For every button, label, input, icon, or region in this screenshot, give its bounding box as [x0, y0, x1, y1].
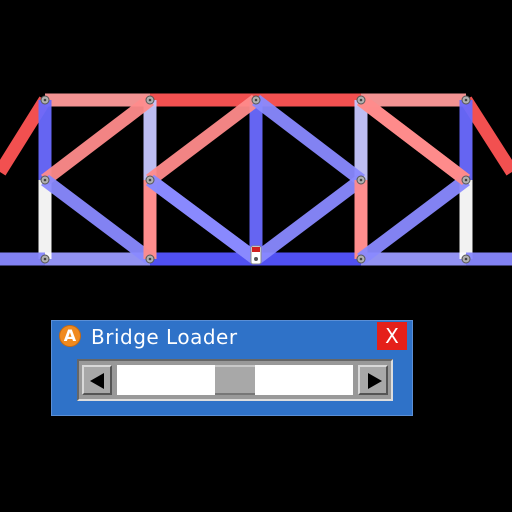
joint-pin: [43, 178, 47, 182]
load-marker-icon: [250, 245, 262, 265]
slider-right-button[interactable]: [358, 365, 388, 395]
joint-pin: [464, 178, 468, 182]
joint-pin: [254, 98, 258, 102]
joint-pin: [148, 257, 152, 261]
window-titlebar[interactable]: A Bridge Loader X: [52, 321, 412, 351]
diagonal-5-member: [146, 94, 260, 186]
joint-pin: [359, 98, 363, 102]
joint-pin: [148, 178, 152, 182]
load-slider[interactable]: [77, 359, 393, 401]
bridge-members: [0, 93, 512, 266]
diagonal-1-member: [41, 94, 154, 186]
joint-pin: [43, 257, 47, 261]
joint-pin: [464, 98, 468, 102]
diagonal-2-member: [41, 174, 154, 265]
joint-pin: [359, 178, 363, 182]
slider-left-button[interactable]: [82, 365, 112, 395]
joint-pin: [359, 257, 363, 261]
approach-right-member: [460, 96, 512, 176]
close-button[interactable]: X: [377, 322, 407, 350]
approach-left-member: [0, 96, 51, 176]
arrow-right-icon: [368, 373, 382, 389]
load-marker-top: [252, 247, 260, 252]
arrow-left-icon: [90, 373, 104, 389]
window-title: Bridge Loader: [91, 325, 238, 349]
slider-thumb[interactable]: [215, 365, 255, 395]
slider-track[interactable]: [117, 365, 353, 395]
diagonal-6-member: [252, 94, 365, 186]
diagonal-12-member: [357, 94, 470, 186]
load-marker-pin: [254, 257, 258, 261]
joint-pin: [43, 98, 47, 102]
joint-pin: [148, 98, 152, 102]
app-logo-icon: A: [59, 325, 81, 347]
diagonal-7-member: [146, 174, 260, 265]
diagonal-11-member: [357, 174, 470, 265]
diagonal-9-member: [252, 174, 365, 265]
bridge-loader-window: A Bridge Loader X: [51, 320, 413, 416]
joint-pin: [464, 257, 468, 261]
